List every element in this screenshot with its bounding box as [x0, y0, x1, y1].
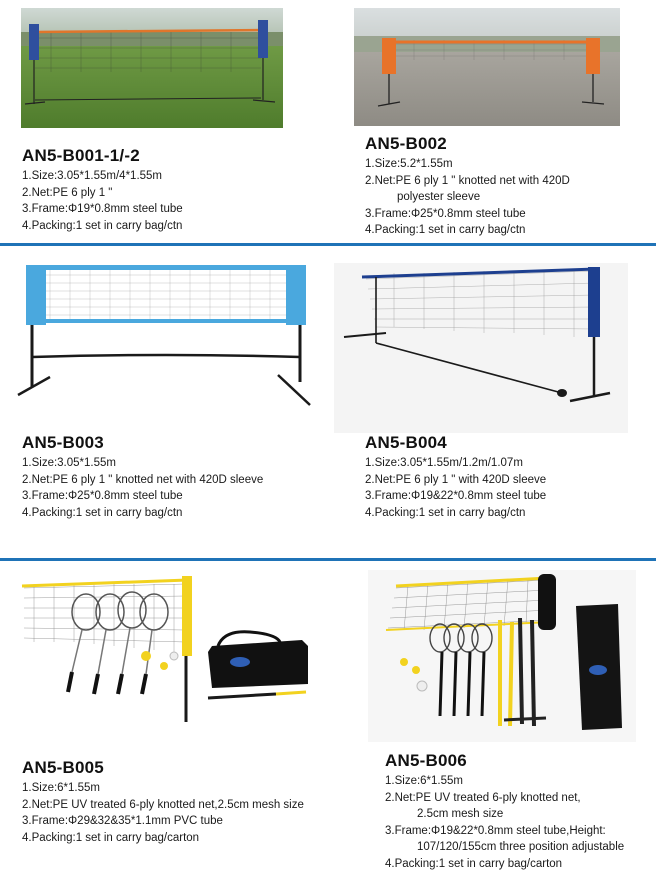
spec-packing: 4.Packing:1 set in carry bag/ctn: [365, 506, 526, 519]
spec-net: 2.Net:PE 6 ply 1 " with 420D sleeve: [365, 473, 547, 486]
net-on-pavement-photo: [354, 8, 620, 126]
spec-size: 1.Size:3.05*1.55m/4*1.55m: [22, 170, 163, 182]
spec-frame: 3.Frame:Φ19*0.8mm steel tube: [22, 203, 183, 215]
light-blue-sleeve-net: [10, 257, 326, 429]
product-an5-b006: AN5-B006 1.Size:6*1.55m 2.Net:PE UV trea…: [385, 751, 624, 872]
badminton-set-pvc: [14, 570, 334, 740]
section-divider: [0, 243, 656, 246]
spec-net: 2.Net:PE 6 ply 1 " knotted net with 420D…: [22, 473, 264, 486]
net-on-grass-photo: [21, 8, 283, 128]
product-an5-b002: AN5-B002 1.Size:5.2*1.55m 2.Net:PE 6 ply…: [365, 134, 570, 239]
spec-size: 1.Size:6*1.55m: [22, 782, 100, 794]
product-code: AN5-B005: [22, 758, 104, 777]
spec-net-cont: 2.5cm mesh size: [417, 808, 504, 820]
spec-size: 1.Size:3.05*1.55m/1.2m/1.07m: [365, 457, 523, 469]
product-an5-b004: AN5-B004 1.Size:3.05*1.55m/1.2m/1.07m 2.…: [365, 433, 546, 521]
spec-frame-cont: 107/120/155cm three position adjustable: [417, 841, 625, 853]
spec-frame: 3.Frame:Φ25*0.8mm steel tube: [365, 207, 526, 220]
product-an5-b001: AN5-B001-1/-2 1.Size:3.05*1.55m/4*1.55m …: [22, 146, 183, 234]
spec-packing: 4.Packing:1 set in carry bag/ctn: [22, 219, 183, 232]
spec-frame: 3.Frame:Φ25*0.8mm steel tube: [22, 490, 183, 502]
product-code: AN5-B002: [365, 134, 447, 153]
spec-packing: 4.Packing:1 set in carry bag/ctn: [365, 224, 526, 236]
product-an5-b005: AN5-B005 1.Size:6*1.55m 2.Net:PE UV trea…: [22, 758, 304, 846]
spec-size: 1.Size:3.05*1.55m: [22, 457, 116, 469]
section-divider: [0, 558, 656, 561]
navy-sleeve-net: [334, 263, 628, 433]
spec-packing: 4.Packing:1 set in carry bag/carton: [22, 831, 200, 844]
product-code: AN5-B003: [22, 433, 104, 452]
spec-net: 2.Net:PE 6 ply 1 ": [22, 186, 113, 199]
spec-size: 1.Size:5.2*1.55m: [365, 158, 453, 170]
badminton-set-steel: [368, 570, 636, 742]
product-code: AN5-B006: [385, 751, 467, 770]
spec-size: 1.Size:6*1.55m: [385, 775, 463, 787]
spec-frame: 3.Frame:Φ29&32&35*1.1mm PVC tube: [22, 815, 223, 827]
spec-packing: 4.Packing:1 set in carry bag/carton: [385, 857, 563, 870]
spec-frame: 3.Frame:Φ19&22*0.8mm steel tube,Height:: [385, 824, 606, 837]
spec-frame: 3.Frame:Φ19&22*0.8mm steel tube: [365, 490, 547, 502]
spec-net: 2.Net:PE 6 ply 1 " knotted net with 420D: [365, 174, 570, 187]
spec-net-cont: polyester sleeve: [397, 191, 481, 203]
product-code: AN5-B004: [365, 433, 447, 452]
product-an5-b003: AN5-B003 1.Size:3.05*1.55m 2.Net:PE 6 pl…: [22, 433, 263, 521]
spec-net: 2.Net:PE UV treated 6-ply knotted net,: [385, 791, 581, 804]
spec-net: 2.Net:PE UV treated 6-ply knotted net,2.…: [22, 798, 304, 811]
product-code: AN5-B001-1/-2: [22, 146, 140, 165]
spec-packing: 4.Packing:1 set in carry bag/ctn: [22, 506, 183, 519]
